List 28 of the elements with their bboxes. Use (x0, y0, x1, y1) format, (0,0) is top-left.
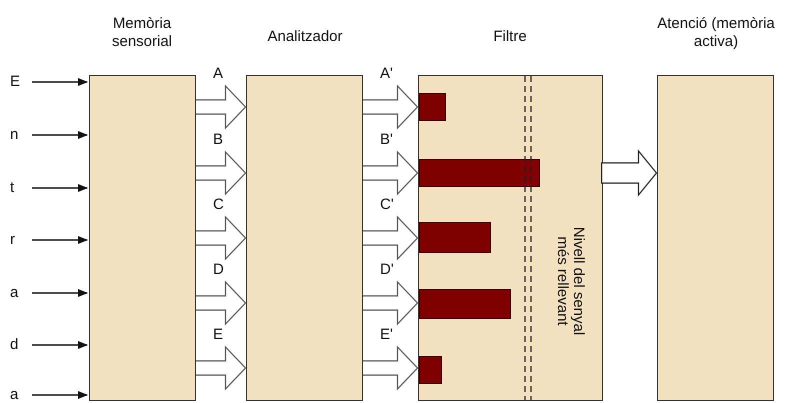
box-heading: Filtre (492, 28, 528, 46)
box-heading: Analitzador (266, 28, 344, 46)
box-heading: Atenció (memòria activa) (656, 15, 776, 51)
input-letter: a (10, 284, 28, 302)
input-letter: r (10, 231, 28, 249)
process-box (657, 75, 774, 401)
input-letter: E (10, 73, 28, 91)
signal-bar (419, 289, 511, 319)
arrow (32, 391, 88, 399)
signal-bar (419, 356, 442, 384)
arrow (32, 341, 88, 349)
input-letter: d (10, 336, 28, 354)
signal-bar (419, 159, 540, 187)
arrow (32, 184, 88, 192)
signal-bar (419, 222, 491, 253)
threshold-label: Nivell del senyal més rellevant (554, 226, 586, 338)
arrow (32, 131, 88, 139)
input-letter: n (10, 126, 28, 144)
signal-bar (419, 93, 446, 121)
box-heading: Memòria sensorial (110, 15, 174, 51)
arrow (32, 236, 88, 244)
input-letter: t (10, 179, 28, 197)
input-letter: a (10, 386, 28, 403)
arrow (32, 78, 88, 86)
process-box (89, 75, 196, 401)
arrow (32, 289, 88, 297)
process-box (418, 75, 603, 401)
process-box (246, 75, 363, 401)
